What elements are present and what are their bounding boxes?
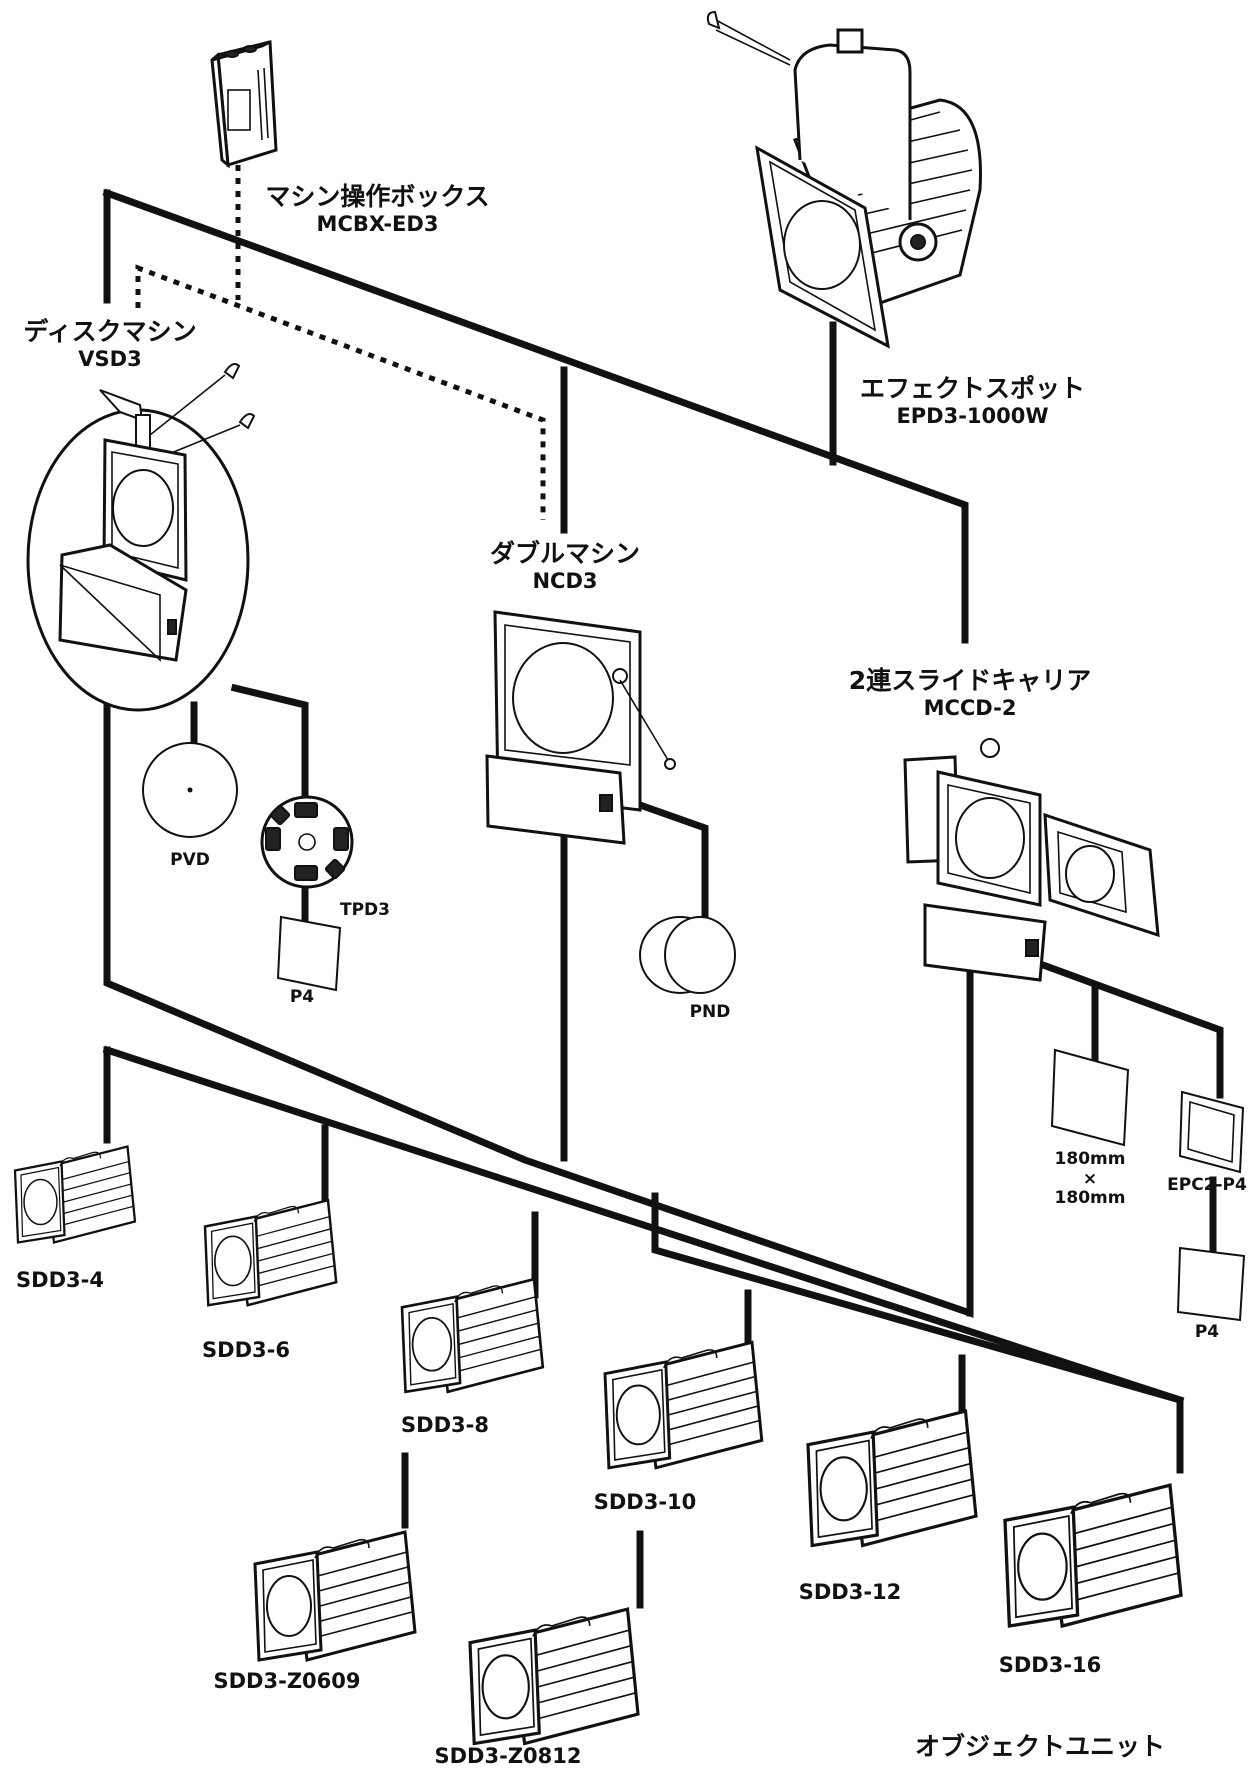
ncd-to-pnd bbox=[635, 800, 709, 939]
sdd3-z0609-unit bbox=[253, 1530, 417, 1662]
p4-slide-right bbox=[1176, 1246, 1246, 1322]
label-pnd: PND bbox=[689, 1002, 731, 1022]
sdd3-16-unit bbox=[1003, 1483, 1183, 1628]
control-line-disk bbox=[135, 264, 546, 520]
label-sdd3-8: SDD3-8 bbox=[401, 1413, 489, 1437]
main-spine-diagonal bbox=[102, 188, 969, 644]
label-sdd3-z0812: SDD3-Z0812 bbox=[434, 1744, 582, 1768]
label-mccd2: 2連スライドキャリア MCCD-2 bbox=[848, 666, 1092, 720]
slide-180mm bbox=[1050, 1048, 1130, 1147]
label-sdd3-6: SDD3-6 bbox=[202, 1338, 290, 1362]
mcbx-control-box bbox=[210, 40, 278, 169]
label-epd3: エフェクトスポット EPD3-1000W bbox=[859, 374, 1085, 428]
lower-bus-wire bbox=[102, 1045, 1185, 1405]
sdd3-4-unit bbox=[13, 1145, 137, 1244]
sdd3-6-unit bbox=[203, 1199, 338, 1307]
vsd3-disk-machine bbox=[26, 363, 256, 712]
sdd3-12-unit bbox=[806, 1409, 978, 1548]
sdd3-10-unit bbox=[603, 1340, 764, 1470]
vsd-branch-tpd bbox=[230, 683, 309, 804]
epd3-effect-spot bbox=[706, 10, 982, 349]
label-sdd3-16: SDD3-16 bbox=[998, 1653, 1102, 1677]
label-pvd: PVD bbox=[170, 850, 210, 870]
label-object-unit: オブジェクトユニット bbox=[915, 1732, 1166, 1761]
p4-slide-left bbox=[276, 915, 342, 992]
mccd2-slide-carrier bbox=[903, 738, 1160, 982]
label-mcbx: マシン操作ボックス MCBX-ED3 bbox=[265, 182, 490, 236]
label-sdd3-10: SDD3-10 bbox=[593, 1490, 697, 1514]
label-p4-right: P4 bbox=[1194, 1322, 1220, 1342]
sdd3-8-unit bbox=[400, 1277, 545, 1394]
label-p4-left: P4 bbox=[289, 987, 315, 1007]
label-ncd3: ダブルマシン NCD3 bbox=[489, 539, 640, 593]
label-sdd3-12: SDD3-12 bbox=[798, 1580, 902, 1604]
pvd-disk bbox=[142, 742, 238, 838]
tpd3-wheel bbox=[260, 795, 354, 889]
label-sdd3-4: SDD3-4 bbox=[16, 1268, 104, 1292]
lower-bus-right bbox=[651, 1192, 1184, 1474]
label-vsd3: ディスクマシン VSD3 bbox=[23, 317, 197, 371]
sdd3-z0812-unit bbox=[468, 1607, 640, 1746]
label-sdd3-z0609: SDD3-Z0609 bbox=[213, 1669, 361, 1693]
label-180mm: 180mm × 180mm bbox=[1054, 1149, 1126, 1209]
pnd-filter bbox=[639, 916, 736, 994]
ncd3-double-machine bbox=[485, 610, 676, 845]
label-epc2-p4: EPC2-P4 bbox=[1167, 1175, 1247, 1195]
epc2-p4-holder bbox=[1178, 1090, 1245, 1174]
label-tpd3: TPD3 bbox=[340, 900, 390, 920]
